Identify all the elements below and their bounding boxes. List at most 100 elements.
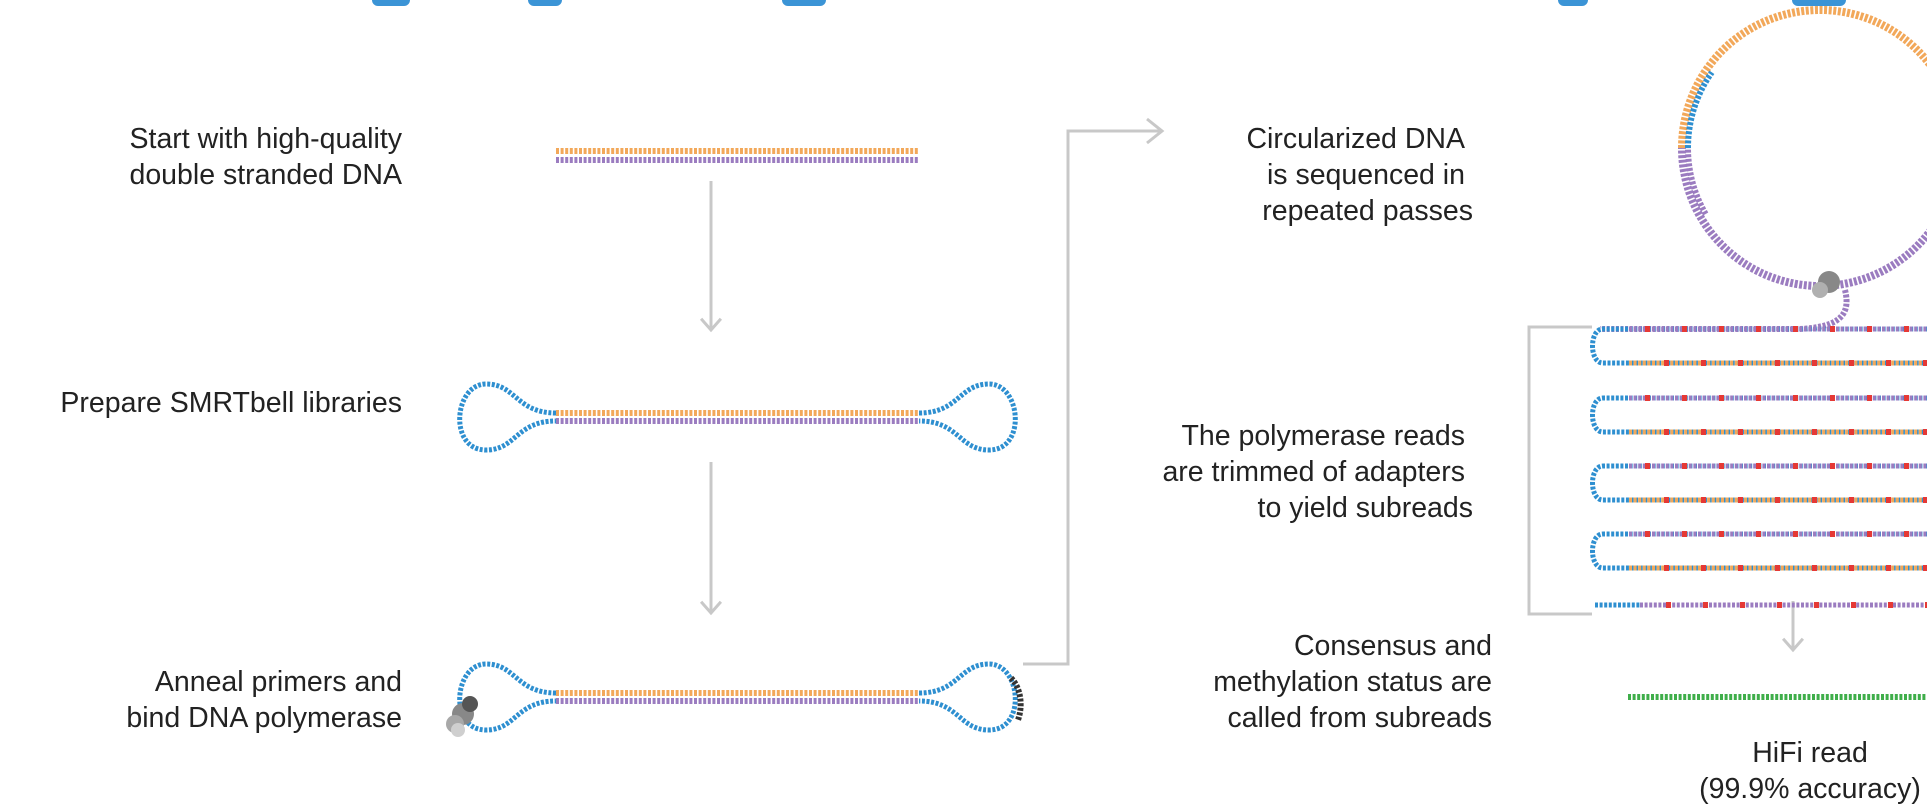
subread-trailing — [1595, 602, 1927, 608]
methylation-mark-icon — [1756, 395, 1761, 401]
label-line: Anneal primers and — [126, 664, 402, 700]
methylation-mark-icon — [1888, 602, 1893, 608]
subread-4 — [1593, 531, 1927, 571]
polymerase-blob — [451, 723, 465, 737]
methylation-mark-icon — [1775, 429, 1780, 435]
methylation-mark-icon — [1756, 531, 1761, 537]
methylation-mark-icon — [1793, 531, 1798, 537]
enzyme-icons — [446, 271, 1840, 737]
label-line: methylation status are — [1213, 664, 1492, 700]
label-line: Start with high-quality — [129, 121, 402, 157]
right-adapter-loop — [919, 384, 1015, 450]
methylation-mark-icon — [1756, 463, 1761, 469]
methylation-mark-icon — [1701, 497, 1706, 503]
methylation-mark-icon — [1664, 429, 1669, 435]
methylation-mark-icon — [1664, 565, 1669, 571]
methylation-mark-icon — [1867, 395, 1872, 401]
step-label-circularized: Circularized DNA is sequenced in repeate… — [1246, 121, 1473, 229]
subread-adapter — [1593, 466, 1927, 500]
subread-3 — [1593, 463, 1927, 503]
label-line: double stranded DNA — [129, 157, 402, 193]
methylation-mark-icon — [1664, 360, 1669, 366]
circle-orange-strand — [1682, 10, 1927, 148]
methylation-mark-icon — [1664, 497, 1669, 503]
label-line: The polymerase reads — [1162, 418, 1465, 454]
methylation-mark-icon — [1756, 326, 1761, 332]
methylation-mark-icon — [1886, 497, 1891, 503]
methylation-mark-icon — [1738, 497, 1743, 503]
subreads-bracket — [1529, 327, 1592, 614]
label-line: Prepare SMRTbell libraries — [60, 385, 402, 421]
step-label-consensus: Consensus and methylation status are cal… — [1213, 628, 1492, 736]
methylation-mark-icon — [1719, 531, 1724, 537]
methylation-mark-icon — [1830, 395, 1835, 401]
methylation-mark-icon — [1830, 531, 1835, 537]
methylation-mark-icon — [1904, 395, 1909, 401]
step-label-start: Start with high-quality double stranded … — [129, 121, 402, 193]
methylation-mark-icon — [1793, 326, 1798, 332]
label-line: repeated passes — [1246, 193, 1473, 229]
methylation-mark-icon — [1849, 497, 1854, 503]
label-line: Circularized DNA — [1246, 121, 1465, 157]
label-line: HiFi read — [1690, 735, 1927, 771]
arrow-down-consensus — [1783, 601, 1803, 650]
circularized-dna — [1682, 10, 1927, 286]
methylation-mark-icon — [1719, 326, 1724, 332]
label-line: called from subreads — [1213, 700, 1492, 736]
step-label-prepare: Prepare SMRTbell libraries — [60, 385, 402, 421]
methylation-mark-icon — [1812, 360, 1817, 366]
methylation-mark-icon — [1849, 565, 1854, 571]
methylation-mark-icon — [1775, 497, 1780, 503]
smrtbell-annealed — [460, 664, 1016, 730]
methylation-mark-icon — [1904, 463, 1909, 469]
smrtbell-prepared — [460, 384, 1016, 450]
methylation-mark-icon — [1923, 429, 1927, 435]
circle-purple-strand — [1682, 148, 1927, 286]
subread-1 — [1593, 326, 1927, 366]
polymerase-blob — [1812, 282, 1828, 298]
step-label-hifi: HiFi read (99.9% accuracy) — [1690, 735, 1927, 807]
methylation-mark-icon — [1867, 531, 1872, 537]
methylation-mark-icon — [1867, 463, 1872, 469]
methylation-mark-icon — [1814, 602, 1819, 608]
methylation-mark-icon — [1793, 395, 1798, 401]
methylation-mark-icon — [1645, 326, 1650, 332]
methylation-mark-icon — [1682, 395, 1687, 401]
methylation-mark-icon — [1886, 360, 1891, 366]
circle-polymerase-icon — [1812, 271, 1840, 298]
methylation-mark-icon — [1682, 531, 1687, 537]
methylation-mark-icon — [1849, 360, 1854, 366]
methylation-mark-icon — [1645, 531, 1650, 537]
methylation-mark-icon — [1701, 429, 1706, 435]
methylation-mark-icon — [1793, 463, 1798, 469]
methylation-mark-icon — [1682, 463, 1687, 469]
methylation-mark-icon — [1886, 565, 1891, 571]
arrow-down-2 — [701, 462, 721, 613]
label-line: to yield subreads — [1162, 490, 1473, 526]
methylation-mark-icon — [1738, 565, 1743, 571]
label-line: are trimmed of adapters — [1162, 454, 1465, 490]
polymerase-blob — [462, 696, 478, 712]
methylation-mark-icon — [1645, 463, 1650, 469]
methylation-mark-icon — [1867, 326, 1872, 332]
step-label-trimmed: The polymerase reads are trimmed of adap… — [1162, 418, 1473, 526]
subread-adapter — [1593, 534, 1927, 568]
methylation-mark-icon — [1701, 565, 1706, 571]
methylation-mark-icon — [1830, 463, 1835, 469]
methylation-mark-icon — [1923, 497, 1927, 503]
label-line: (99.9% accuracy) — [1690, 771, 1927, 807]
methylation-mark-icon — [1701, 360, 1706, 366]
subread-2 — [1593, 395, 1927, 435]
methylation-mark-icon — [1738, 360, 1743, 366]
connector-line — [1023, 131, 1160, 664]
methylation-mark-icon — [1740, 602, 1745, 608]
methylation-mark-icon — [1719, 463, 1724, 469]
subread-adapter — [1593, 329, 1927, 363]
methylation-mark-icon — [1719, 395, 1724, 401]
methylation-mark-icon — [1645, 395, 1650, 401]
left-adapter-loop — [460, 384, 556, 450]
right-adapter-loop — [919, 664, 1015, 730]
subread-adapter — [1593, 398, 1927, 432]
label-line: bind DNA polymerase — [126, 700, 402, 736]
methylation-mark-icon — [1777, 602, 1782, 608]
